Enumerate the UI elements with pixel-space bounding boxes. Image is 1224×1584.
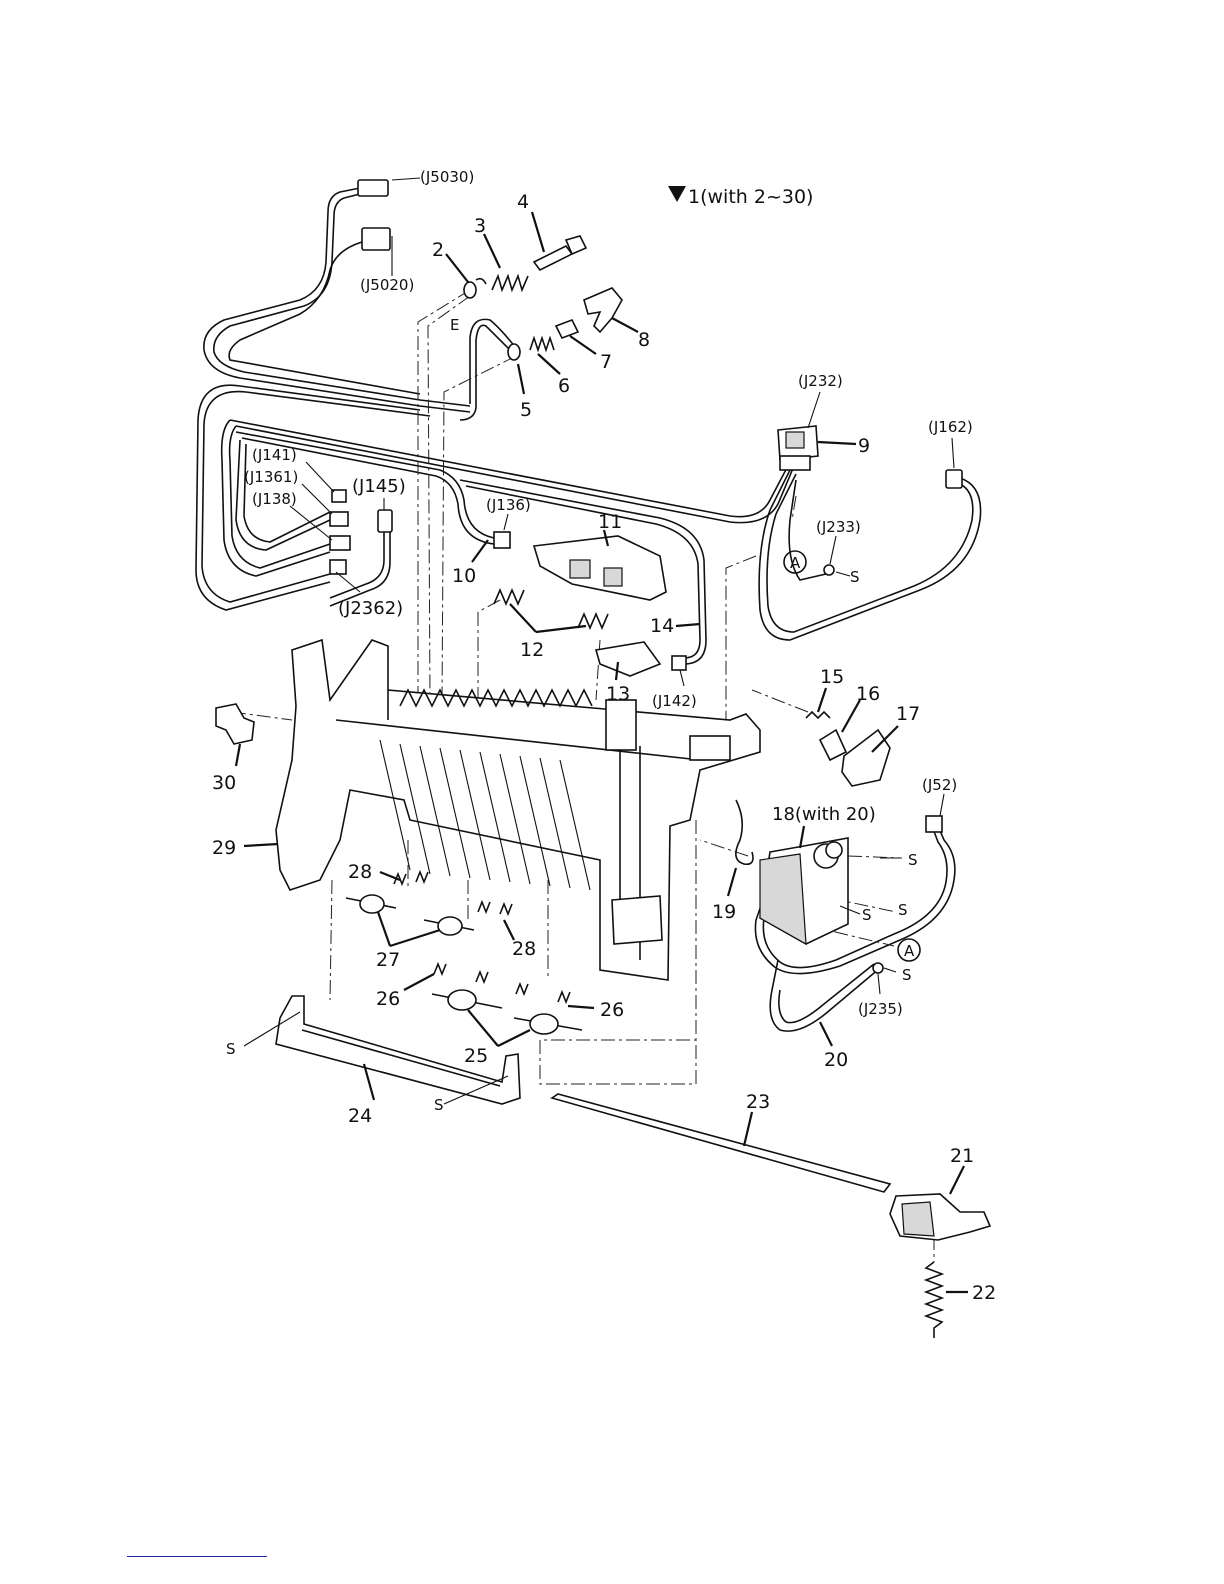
callout-25: 25 (464, 1045, 488, 1067)
marker-s-j235: S (902, 966, 912, 984)
callout-26-right: 26 (600, 999, 624, 1021)
marker-s-motor-top: S (908, 851, 918, 869)
frame-29 (276, 640, 760, 980)
footer-link-underline[interactable] (127, 1556, 267, 1557)
connector-j2362: (J2362) (338, 598, 403, 619)
assembly-triangle-icon (668, 186, 686, 202)
callout-28-left: 28 (348, 861, 372, 883)
callout-13: 13 (606, 683, 630, 705)
motor-18 (760, 838, 848, 944)
callout-28-right: 28 (512, 938, 536, 960)
connector-j232: (J232) (798, 372, 843, 390)
callout-22: 22 (972, 1282, 996, 1304)
connector-j5030: (J5030) (420, 168, 474, 186)
callout-16: 16 (856, 683, 880, 705)
callout-7: 7 (600, 351, 612, 373)
callout-14: 14 (650, 615, 674, 637)
connector-j145: (J145) (352, 476, 406, 497)
callout-10: 10 (452, 565, 476, 587)
connector-j52: (J52) (922, 776, 957, 794)
connector-j235: (J235) (858, 1000, 903, 1018)
callout-2: 2 (432, 239, 444, 261)
connector-j138: (J138) (252, 490, 297, 508)
callout-3: 3 (474, 215, 486, 237)
connector-j141: (J141) (252, 446, 297, 464)
assembly-label: 1(with 2~30) (688, 186, 813, 208)
callout-15: 15 (820, 666, 844, 688)
marker-a-upper: A (790, 554, 801, 572)
callout-20: 20 (824, 1049, 848, 1071)
marker-s-bracket-left: S (226, 1040, 236, 1058)
rod-23 (552, 1094, 890, 1192)
marker-s-motor-mid: S (862, 906, 872, 924)
marker-e: E (450, 316, 459, 334)
connector-j142: (J142) (652, 692, 697, 710)
callout-18: 18(with 20) (772, 804, 876, 825)
callout-30: 30 (212, 772, 236, 794)
connector-j136: (J136) (486, 496, 531, 514)
connector-j162: (J162) (928, 418, 973, 436)
callout-24: 24 (348, 1105, 372, 1127)
callout-12: 12 (520, 639, 544, 661)
callout-11: 11 (598, 511, 622, 533)
callout-21: 21 (950, 1145, 974, 1167)
marker-s-motor-right: S (898, 901, 908, 919)
connector-j5020: (J5020) (360, 276, 414, 294)
callout-27: 27 (376, 949, 400, 971)
callout-4: 4 (517, 191, 529, 213)
callout-9: 9 (858, 435, 870, 457)
lever-21 (890, 1194, 990, 1240)
callout-19: 19 (712, 901, 736, 923)
callout-23: 23 (746, 1091, 770, 1113)
callout-17: 17 (896, 703, 920, 725)
callout-29: 29 (212, 837, 236, 859)
callout-5: 5 (520, 399, 532, 421)
callout-26-left: 26 (376, 988, 400, 1010)
callout-8: 8 (638, 329, 650, 351)
marker-s-bracket-right: S (434, 1096, 444, 1114)
marker-s-j233: S (850, 568, 860, 586)
bracket-30 (216, 704, 254, 744)
connector-j233: (J233) (816, 518, 861, 536)
marker-a-lower: A (904, 942, 915, 960)
connector-j1361: (J1361) (244, 468, 298, 486)
callout-6: 6 (558, 375, 570, 397)
